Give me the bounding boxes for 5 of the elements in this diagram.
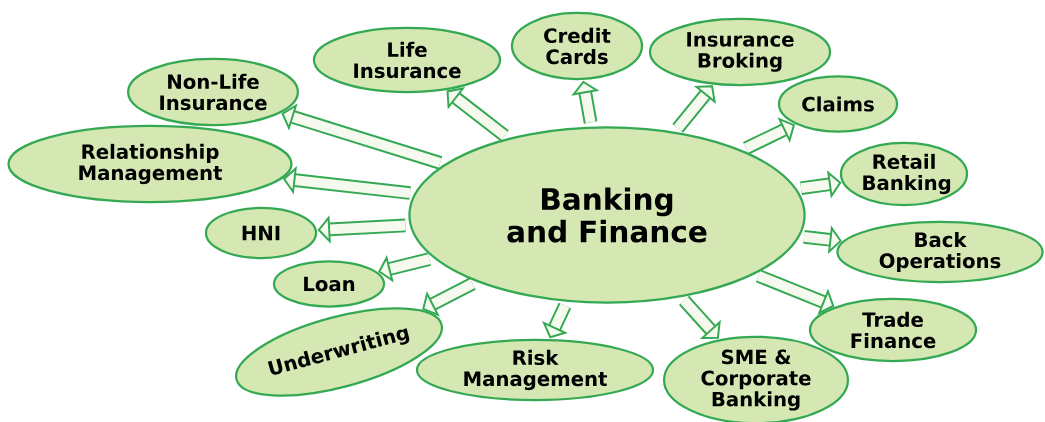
block-arrow xyxy=(446,87,509,142)
block-arrow xyxy=(672,85,716,133)
block-arrow xyxy=(422,277,476,317)
block-arrow xyxy=(378,252,431,283)
block-arrow xyxy=(678,295,721,339)
